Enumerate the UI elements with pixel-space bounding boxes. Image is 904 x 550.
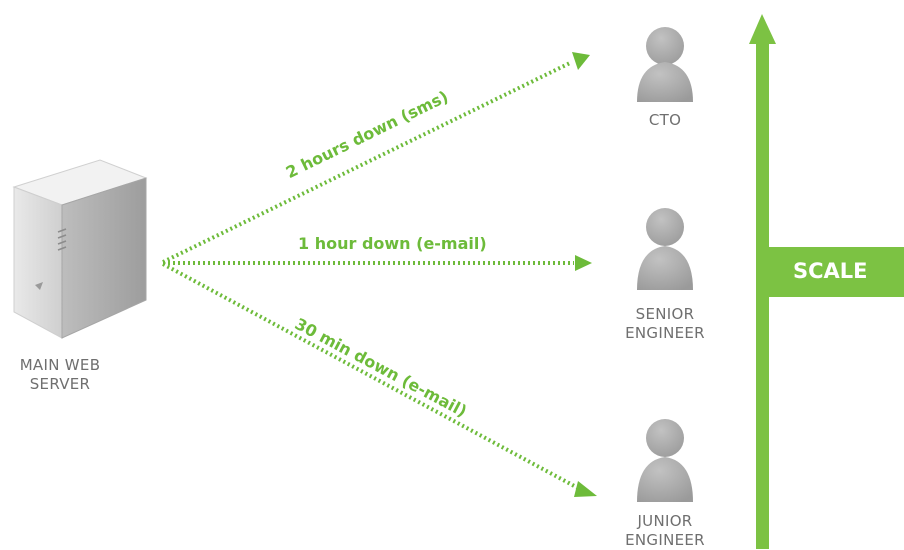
server-label: MAIN WEB SERVER [0,356,120,394]
connector-junior [162,262,579,490]
cto-label: CTO [648,111,682,129]
junior-label-line2: ENGINEER [625,531,705,549]
server-label-line2: SERVER [29,375,91,393]
person-icon-cto [637,27,693,102]
server-label-line1: MAIN WEB [19,356,101,374]
connector-cto [162,61,571,264]
person-icon-junior [637,419,693,502]
edge-label-senior: 1 hour down (e-mail) [298,234,487,253]
senior-label-line2: ENGINEER [625,324,705,342]
arrowhead-senior [575,255,592,271]
senior-engineer-label: SENIOR ENGINEER [605,305,725,343]
scale-banner: SCALE [769,247,904,297]
senior-label-line1: SENIOR [635,305,695,323]
scale-label: SCALE [793,259,868,283]
person-icon-senior [637,208,693,290]
junior-engineer-label: JUNIOR ENGINEER [605,512,725,550]
arrowhead-junior [574,481,597,497]
connector-lines [162,52,597,497]
junior-label-line1: JUNIOR [637,512,693,530]
server-icon [12,159,148,339]
arrowhead-cto [572,52,590,70]
scale-arrow [749,14,776,549]
